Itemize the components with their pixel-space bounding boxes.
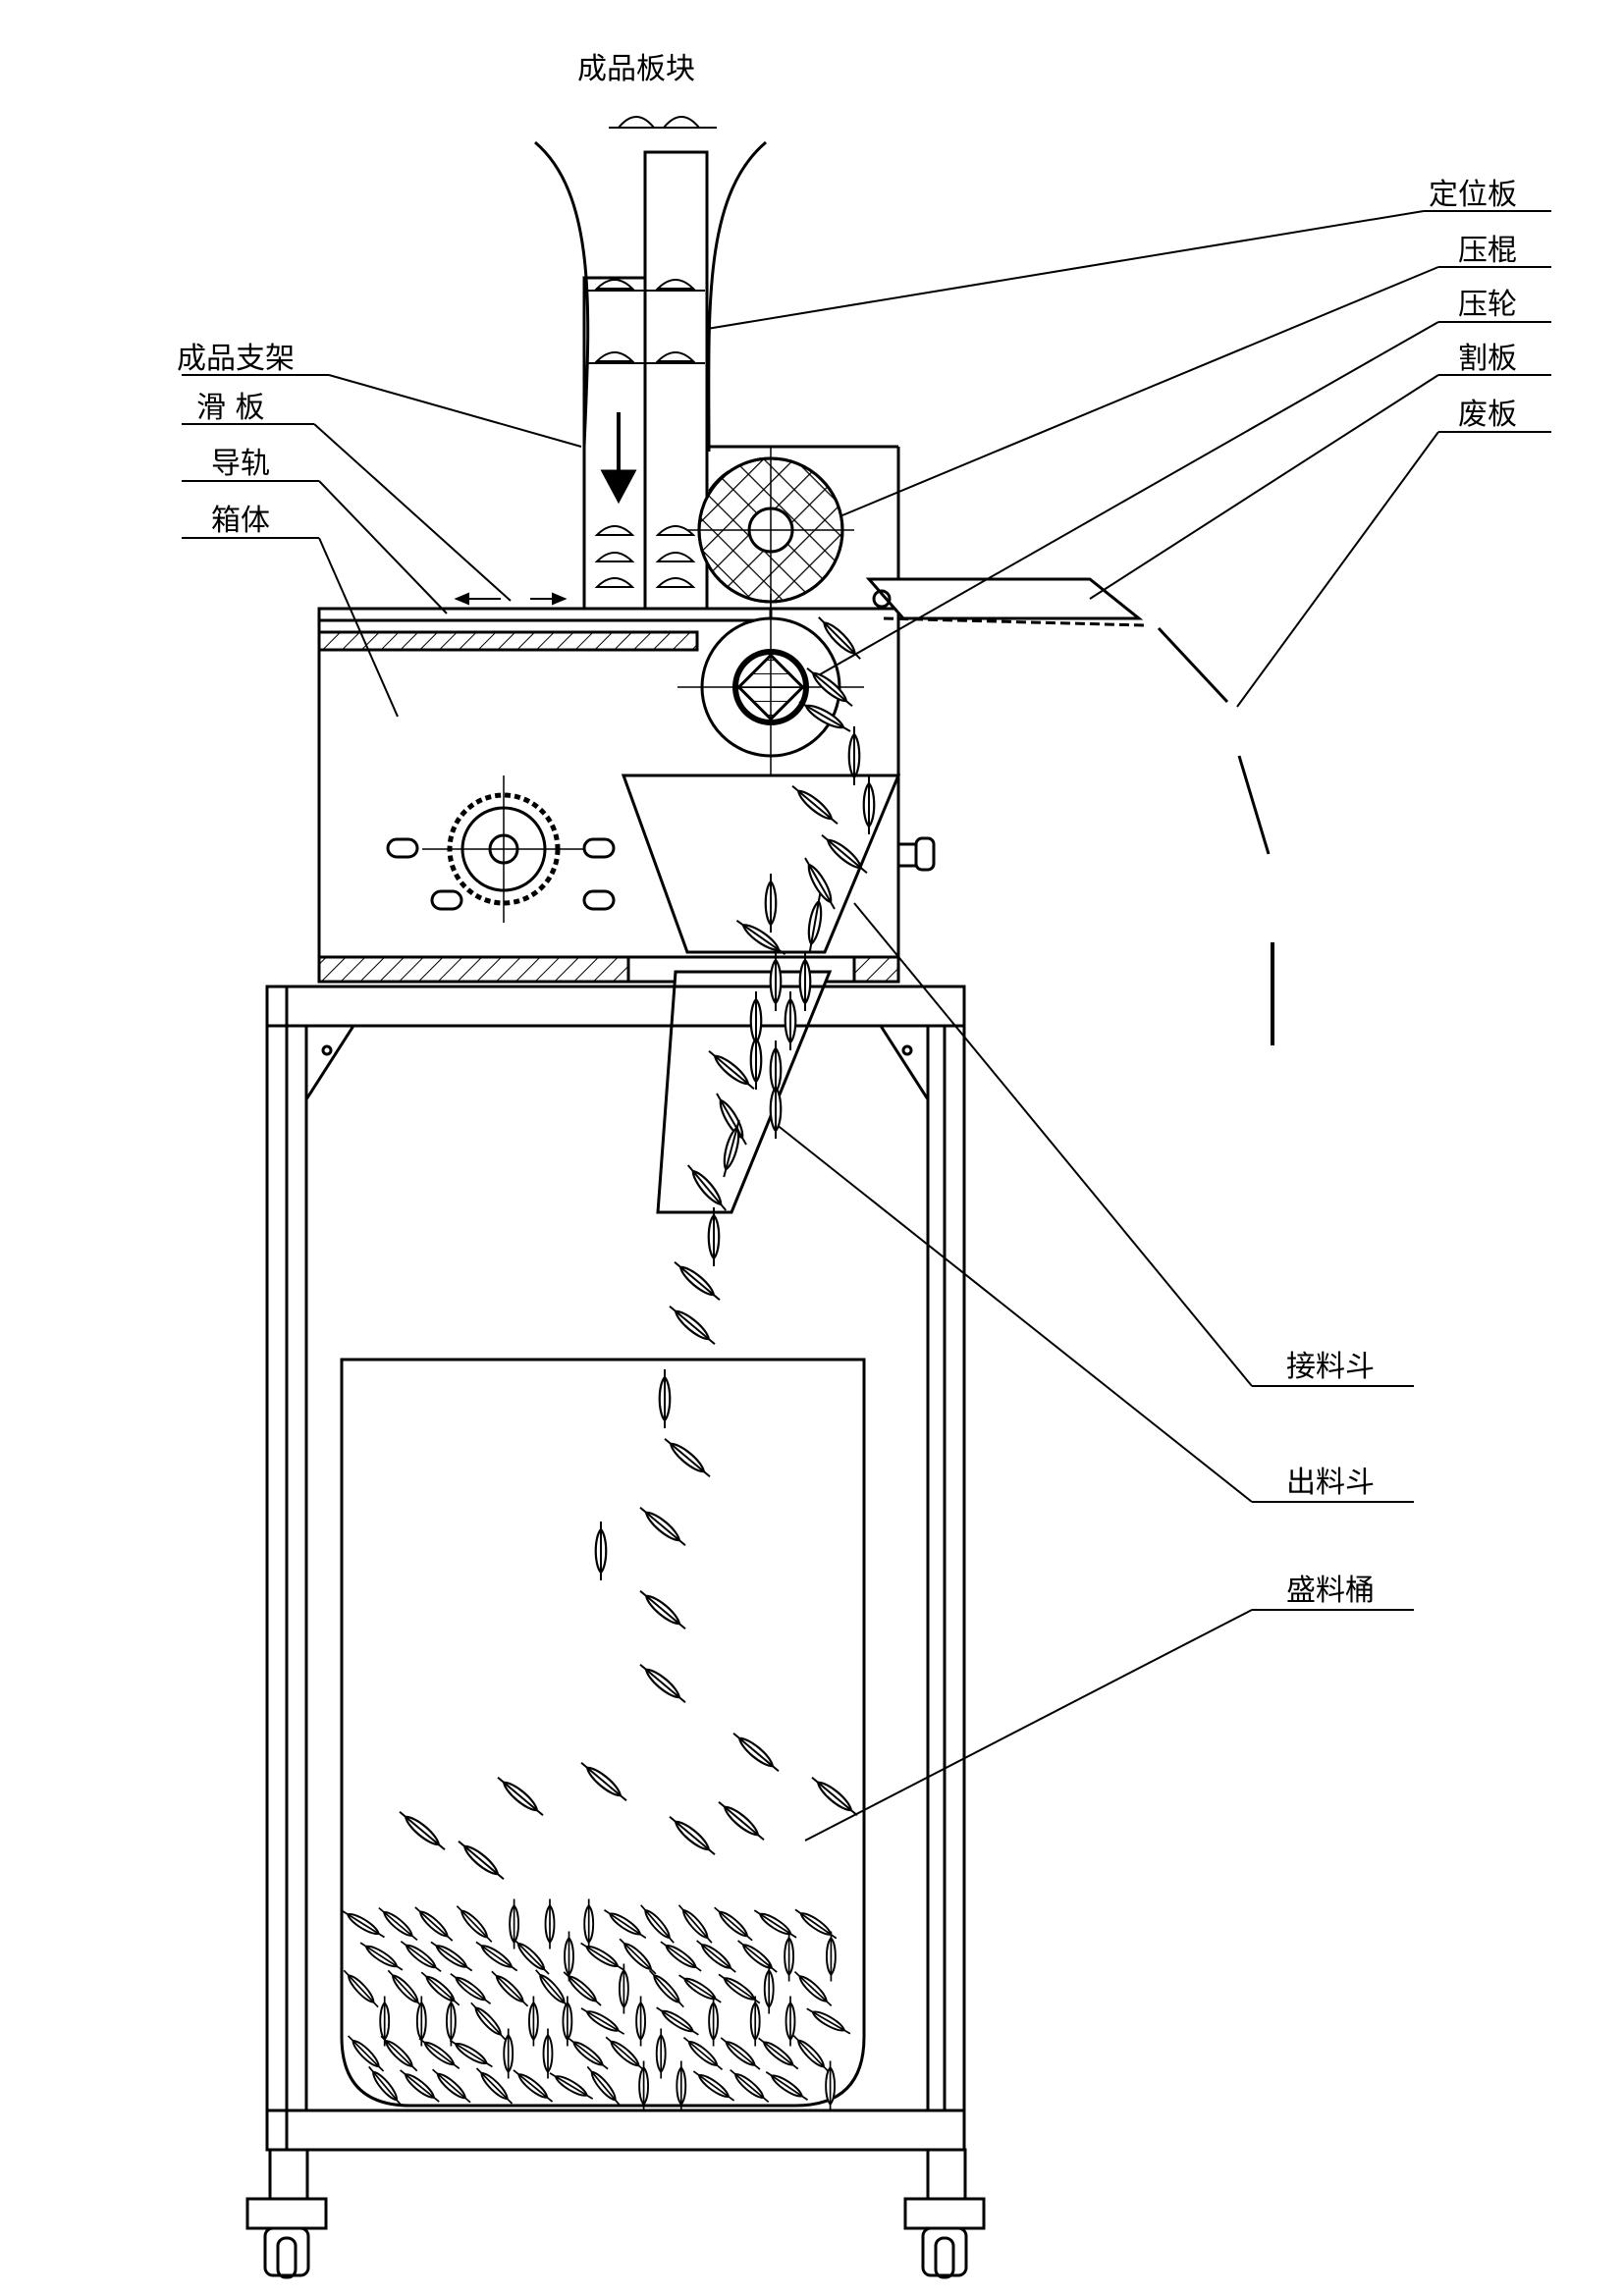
container-bucket [340, 1358, 866, 2108]
leader-lines [182, 210, 1551, 1842]
label-container-bucket: 盛料桶 [1286, 1574, 1375, 1608]
press-wheel [677, 594, 864, 775]
label-press-wheel: 压轮 [1458, 288, 1517, 322]
label-product-rack: 成品支架 [177, 342, 295, 376]
label-slide-plate: 滑 板 [196, 391, 265, 425]
label-cutting-plate: 割板 [1458, 342, 1517, 376]
down-arrow [600, 412, 637, 505]
press-roller [687, 447, 854, 614]
slide-plate [317, 607, 773, 622]
label-waste-plate: 废板 [1458, 398, 1517, 432]
label-guide-rail: 导轨 [211, 447, 270, 481]
discharge-hopper [656, 970, 833, 1214]
label-receiving-hopper: 接料斗 [1286, 1350, 1375, 1384]
label-positioning-plate: 定位板 [1429, 178, 1517, 212]
label-discharge-hopper: 出料斗 [1286, 1466, 1375, 1500]
casters [245, 2197, 986, 2279]
gear [386, 775, 616, 923]
label-housing: 箱体 [211, 504, 270, 538]
waste-plate [1157, 626, 1274, 1045]
slide-arrows [454, 592, 568, 606]
stand [265, 985, 967, 2201]
label-finished-panels: 成品板块 [577, 52, 695, 86]
knob [896, 836, 936, 872]
cutting-plate [865, 577, 1145, 627]
finished-panels [594, 116, 717, 588]
label-press-roller: 压棍 [1458, 234, 1517, 268]
